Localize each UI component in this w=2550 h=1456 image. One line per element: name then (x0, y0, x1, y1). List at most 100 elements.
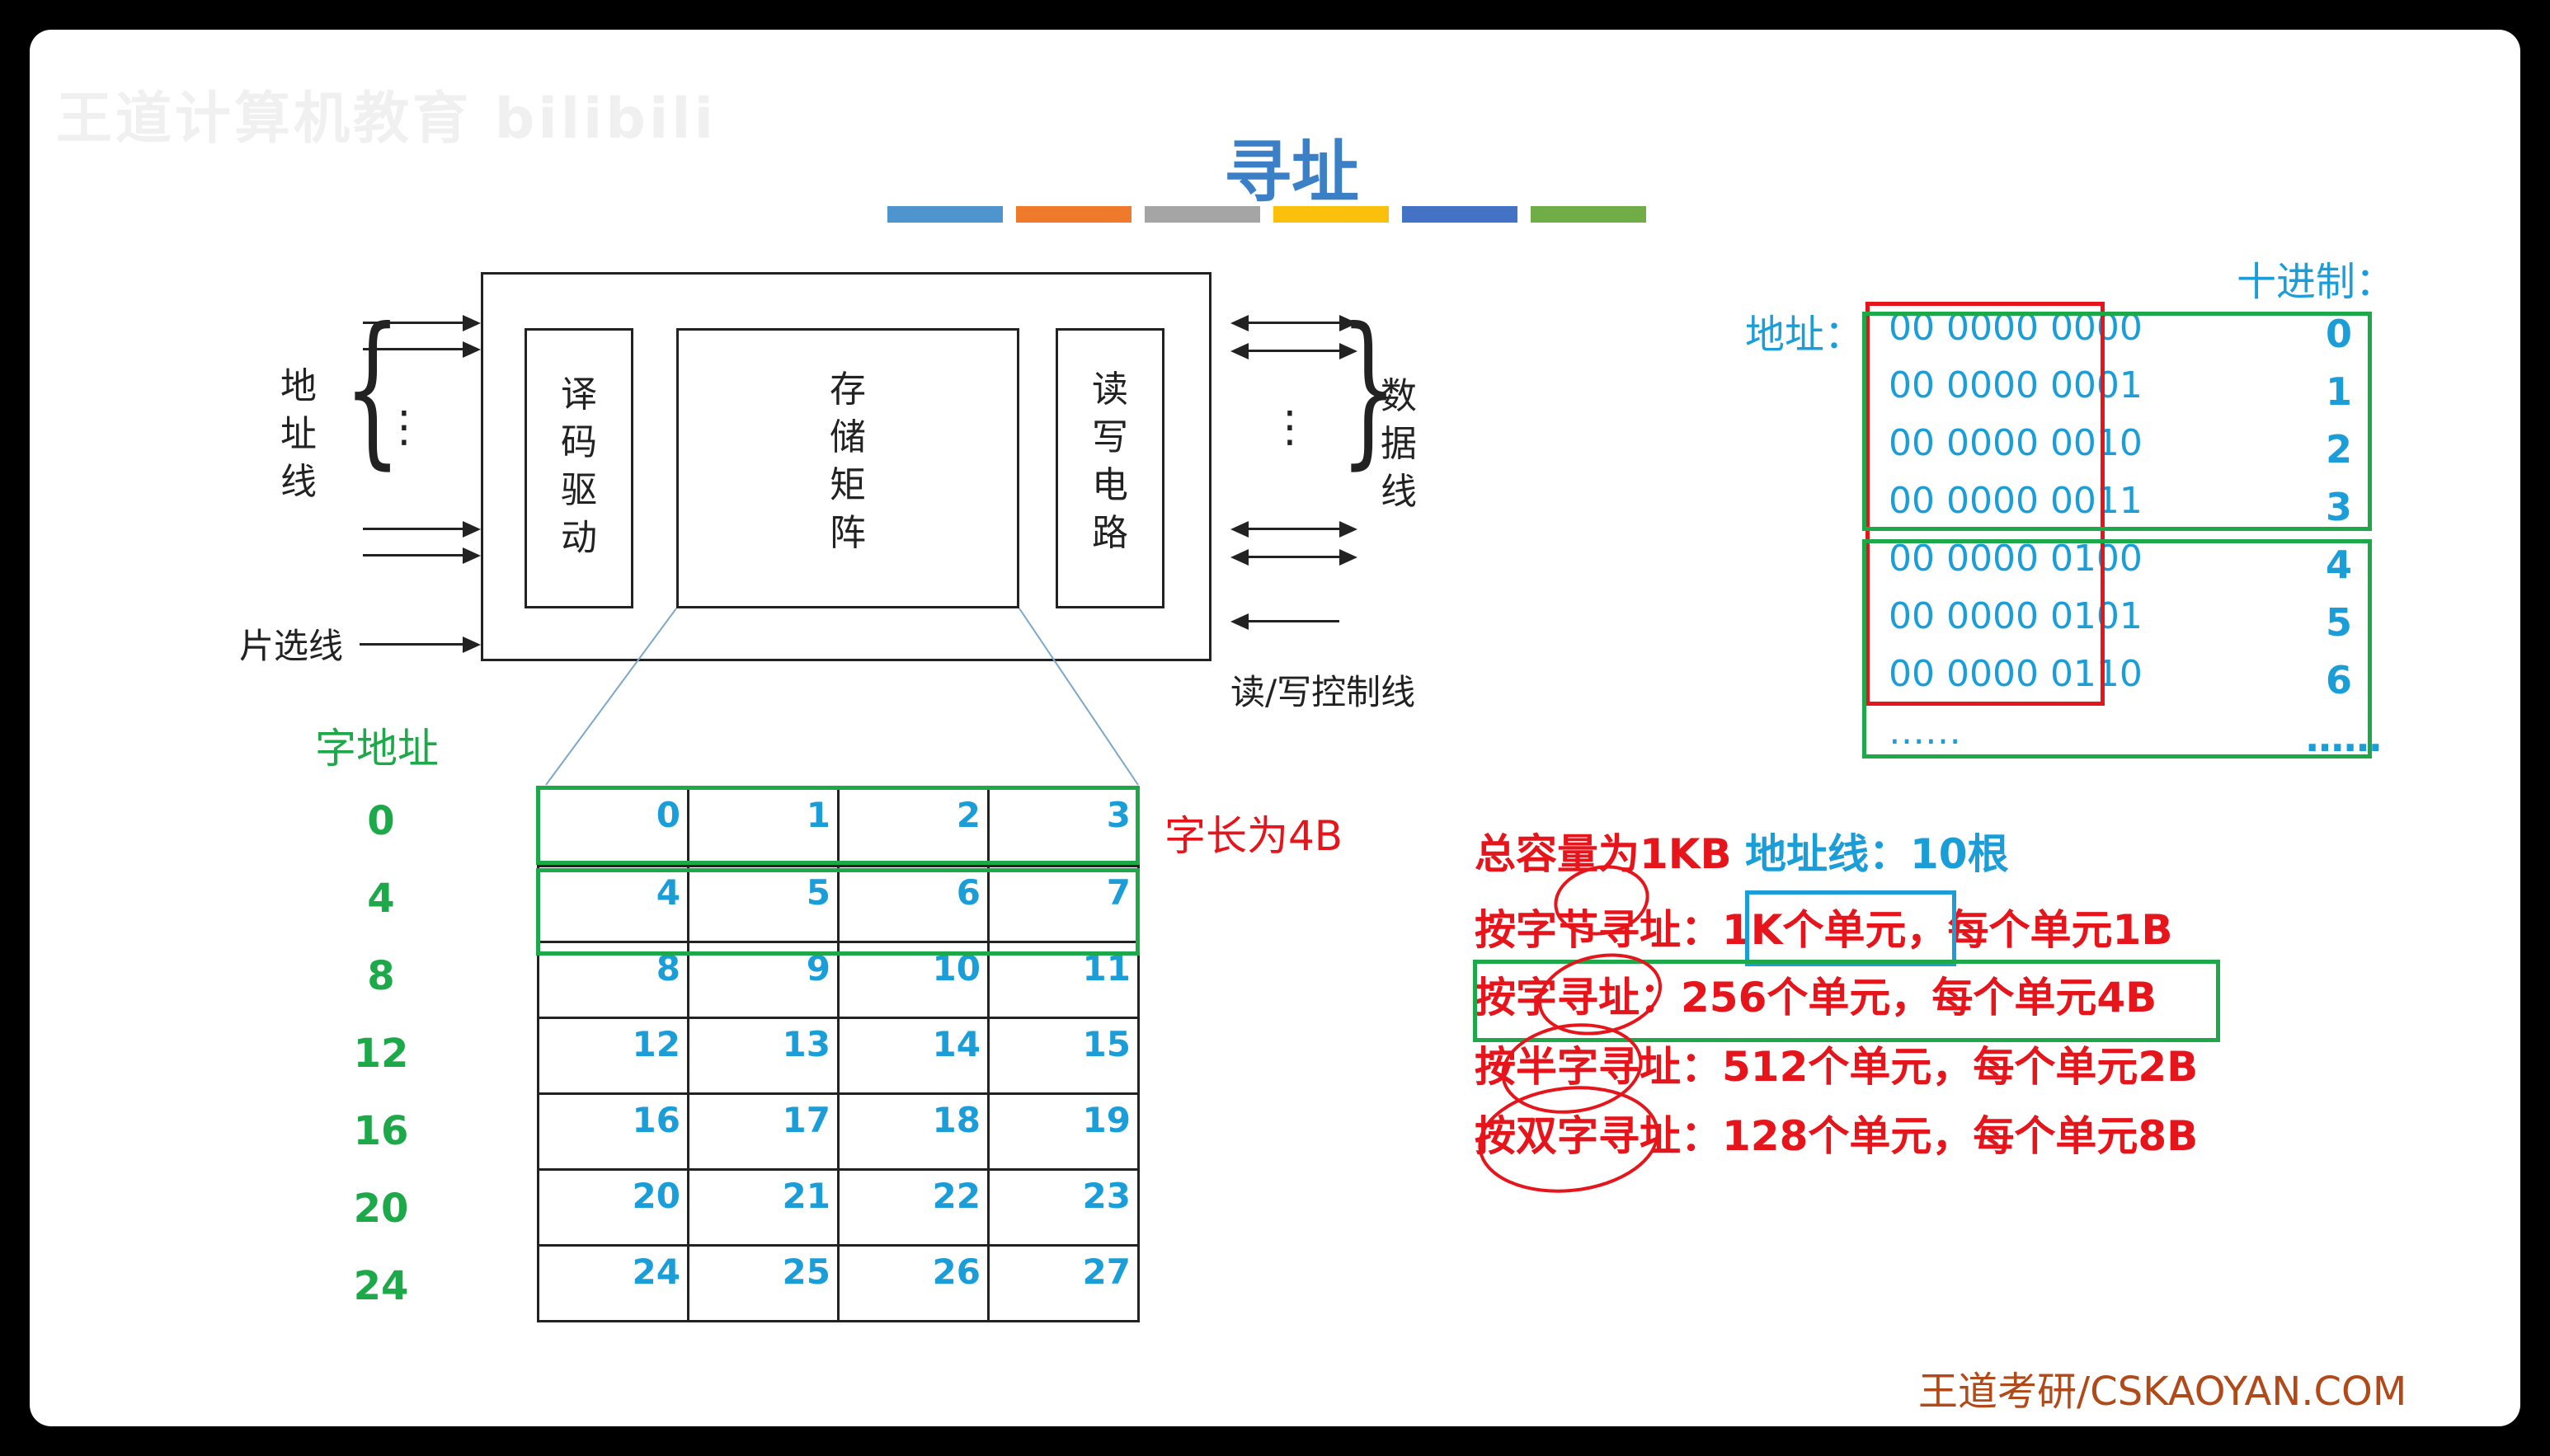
data-arrow-3 (1249, 528, 1339, 530)
rw-circuit-label: 读 写 电 路 (1092, 369, 1128, 554)
byte-cell: 21 (687, 1168, 840, 1247)
decimal-address-0: 0 (2325, 312, 2352, 356)
decimal-address-4: 4 (2325, 542, 2352, 587)
arrowhead-icon (1339, 315, 1357, 331)
decimal-header: 十进制： (2237, 259, 2396, 305)
group-highlight-0 (1862, 312, 2372, 531)
byte-cell: 25 (687, 1244, 840, 1322)
arrowhead-icon (1230, 315, 1249, 331)
arrowhead-icon (1230, 613, 1249, 630)
matrix-box (676, 328, 1019, 608)
arrowhead-icon (1230, 343, 1249, 359)
arrowhead-icon (1339, 549, 1357, 566)
color-bar-1 (1016, 206, 1132, 223)
projection-lines (545, 608, 1139, 786)
byte-prefix: 按字节寻址： (1475, 906, 1722, 954)
word-length-note: 字长为4B (1164, 812, 1343, 860)
arrowhead-icon (463, 547, 481, 564)
word-address-header: 字地址 (315, 725, 439, 773)
byte-suffix: ，每个单元1B (1906, 906, 2173, 954)
byte-cell: 19 (987, 1092, 1140, 1171)
binary-address-6: 00 0000 0110 (1889, 653, 2143, 695)
byte-cell: 20 (537, 1168, 689, 1247)
color-bar-2 (1145, 206, 1260, 223)
decimal-address-1: 1 (2325, 369, 2352, 414)
word-row-highlight-0 (536, 786, 1140, 865)
byte-cell: 22 (837, 1168, 990, 1247)
address-lines-label: 地 址 线 (280, 365, 317, 503)
arrowhead-icon (1230, 521, 1249, 538)
capacity-text: 总容量为1KB (1475, 830, 1732, 878)
byte-cell: 24 (537, 1244, 689, 1322)
binary-address-7: …… (1889, 711, 1961, 753)
data-brace: } (1339, 293, 1398, 485)
address-dots: ⋮ (383, 402, 426, 452)
byte-cell: 0 (537, 787, 689, 867)
arrowhead-icon (1339, 343, 1357, 359)
color-bar-4 (1402, 206, 1517, 223)
byte-cell: 7 (987, 865, 1140, 943)
address-arrow-4 (363, 554, 463, 557)
binary-address-2: 00 0000 0010 (1889, 422, 2143, 464)
binary-address-4: 00 0000 0100 (1889, 538, 2143, 580)
word-address-4: 16 (353, 1108, 409, 1154)
byte-cell: 4 (537, 865, 689, 943)
rw-control-arrow (1249, 620, 1339, 622)
binary-address-3: 00 0000 0011 (1889, 480, 2143, 522)
address-arrow-1 (363, 322, 463, 324)
arrowhead-icon (463, 341, 481, 358)
byte-cell: 26 (837, 1244, 990, 1322)
word-address-2: 8 (367, 953, 395, 999)
page-title: 寻址 (1223, 134, 1359, 212)
decimal-address-2: 2 (2325, 427, 2352, 472)
binary-address-1: 00 0000 0001 (1889, 364, 2143, 406)
color-bar-0 (887, 206, 1003, 223)
data-arrow-4 (1249, 556, 1339, 558)
byte-cell: 2 (837, 787, 990, 867)
byte-units: 1K个单元 (1722, 906, 1907, 954)
arrowhead-icon (463, 521, 481, 538)
chip-select-label: 片选线 (239, 626, 344, 666)
watermark: 王道计算机教育 bilibili (56, 87, 717, 152)
capacity-statement: 总容量为1KB (1475, 821, 1732, 881)
annotation-circles (1478, 865, 1663, 1193)
footer-brand: 王道考研/CSKAOYAN.COM (1918, 1369, 2407, 1415)
high-bits-highlight (1865, 302, 2105, 706)
word-address-6: 24 (353, 1263, 409, 1309)
matrix-label: 存 储 矩 阵 (830, 369, 866, 554)
word-addressing-statement: 按字寻址：256个单元，每个单元4B (1475, 974, 2157, 1022)
byte-cell: 16 (537, 1092, 689, 1171)
data-arrow-2 (1249, 350, 1339, 352)
word-address-3: 12 (353, 1031, 409, 1077)
data-dots: ⋮ (1268, 402, 1311, 452)
address-lines-statement: 地址线：10根 (1745, 830, 2009, 878)
byte-cell: 13 (687, 1017, 840, 1095)
byte-cell: 27 (987, 1244, 1140, 1322)
rw-control-label: 读/写控制线 (1230, 672, 1416, 712)
decimal-address-6: 6 (2325, 658, 2352, 702)
decimal-address-3: 3 (2325, 485, 2352, 529)
word-addressing-highlight (1473, 960, 2220, 1042)
slide: 王道计算机教育 bilibili 寻址 译 码 驱 动 存 储 矩 阵 读 写 … (30, 30, 2520, 1426)
byte-cell: 12 (537, 1017, 689, 1095)
byte-cell: 18 (837, 1092, 990, 1171)
decimal-address-5: 5 (2325, 600, 2352, 645)
address-brace: { (343, 293, 402, 485)
byte-cell: 23 (987, 1168, 1140, 1247)
byte-cell: 6 (837, 865, 990, 943)
arrowhead-icon (1339, 521, 1357, 538)
byte-cell: 14 (837, 1017, 990, 1095)
byte-cell: 1 (687, 787, 840, 867)
byte-cell: 3 (987, 787, 1140, 867)
byte-addressing-statement: 按字节寻址：1K个单元，每个单元1B (1475, 897, 2172, 956)
word-address-5: 20 (353, 1186, 409, 1232)
arrowhead-icon (463, 315, 481, 331)
address-arrow-3 (363, 528, 463, 530)
byte-cell: 15 (987, 1017, 1140, 1095)
data-arrow-1 (1249, 322, 1339, 324)
